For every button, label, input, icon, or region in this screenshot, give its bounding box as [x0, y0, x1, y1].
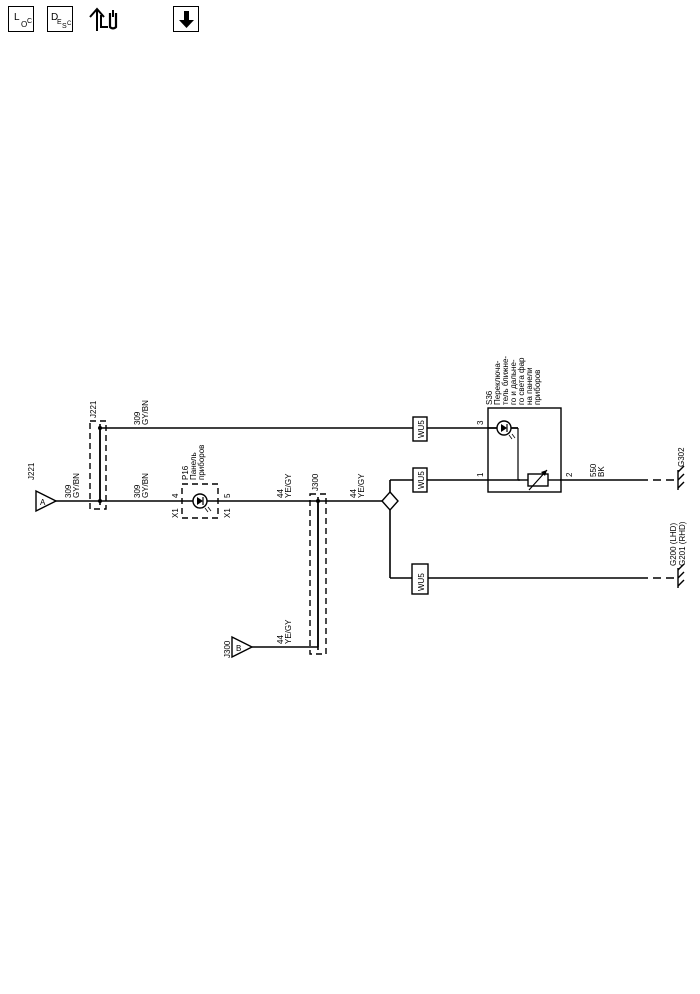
svg-text:B: B [236, 644, 241, 653]
p16-line2: приборов [197, 445, 206, 480]
location-button[interactable]: L O C [8, 6, 34, 32]
connector-a-label: J221 [27, 462, 36, 480]
connector-wrench-icon [89, 7, 118, 31]
p16-pin-right-conn: X1 [223, 508, 232, 518]
location-icon-sub2: C [27, 18, 32, 25]
svg-text:WU5: WU5 [417, 471, 426, 489]
p16-code: P16 [181, 465, 190, 480]
wire-44-b-num: 44 [276, 635, 285, 644]
svg-text:WU5: WU5 [417, 420, 426, 438]
location-icon: L [14, 12, 20, 23]
lamp-icon-p16 [192, 493, 212, 513]
s36-line1: Переключа- [493, 360, 502, 405]
wire-309-a-color: GY/BN [72, 473, 81, 498]
s36-pin3: 3 [476, 420, 485, 425]
connector-wrench-button[interactable] [86, 5, 124, 35]
s36-line5: на панели [525, 367, 534, 405]
wire-309-mid-color: GY/BN [141, 473, 150, 498]
ground-g201-label: G201 (RHD) [678, 521, 687, 566]
s36-line3: го и дальне- [509, 359, 518, 405]
wire-550-num: 550 [589, 463, 598, 477]
s36-code: S36 [485, 390, 494, 405]
connector-b-label: J300 [223, 640, 232, 658]
wu5-top: WU5 [412, 416, 428, 442]
s36-line4: го света фар [517, 357, 526, 405]
rheostat-icon [527, 469, 549, 491]
splice-j300-label: J300 [311, 473, 320, 491]
down-arrow-icon [179, 11, 194, 28]
connector-a: A [35, 489, 58, 513]
lamp-icon-s36 [496, 420, 516, 440]
wire-309-top-num: 309 [133, 411, 142, 425]
s36-pin1: 1 [476, 472, 485, 477]
junction-diamond [381, 490, 399, 512]
wire-550-color: BK [597, 466, 606, 477]
description-icon-c: C [67, 21, 72, 27]
ground-icon-g200 [677, 563, 685, 588]
description-button[interactable]: D E S C [47, 6, 73, 32]
s36-line6: приборов [533, 370, 542, 405]
splice-node-j221 [98, 499, 102, 503]
wire-44-right-num: 44 [349, 489, 358, 498]
wu5-bottom: WU5 [411, 563, 429, 595]
description-icon: D [51, 12, 58, 23]
wire-309-a-num: 309 [64, 484, 73, 498]
ground-g302-label: G302 [677, 447, 686, 467]
splice-node-j221-top [98, 426, 102, 430]
splice-j300 [309, 493, 327, 655]
wire-309-top-color: GY/BN [141, 400, 150, 425]
svg-text:A: A [40, 498, 46, 507]
download-button[interactable] [173, 6, 199, 32]
wire-44-mid-num: 44 [276, 489, 285, 498]
wire-44-mid-color: YE/GY [284, 473, 293, 498]
location-icon-sub: O [21, 20, 27, 29]
description-icon-s: S [62, 23, 67, 30]
connector-b: B [231, 635, 254, 659]
p16-pin-left: 4 [171, 493, 180, 498]
p16-line1: Панель [189, 452, 198, 480]
p16-pin-right: 5 [223, 493, 232, 498]
splice-node-j300 [316, 499, 320, 503]
p16-pin-left-conn: X1 [171, 508, 180, 518]
component-s36 [487, 407, 562, 493]
ground-icon-g302 [677, 465, 685, 490]
splice-j221-label: J221 [89, 400, 98, 418]
wire-309-mid-num: 309 [133, 484, 142, 498]
s36-pin2: 2 [565, 472, 574, 477]
description-icon-e: E [57, 19, 62, 26]
ground-g200-label: G200 (LHD) [669, 523, 678, 566]
wire-44-b-color: YE/GY [284, 619, 293, 644]
svg-text:WU5: WU5 [417, 573, 426, 591]
s36-line2: тель ближне- [501, 356, 510, 405]
wire-44-right-color: YE/GY [357, 473, 366, 498]
wu5-mid: WU5 [412, 467, 428, 493]
splice-j221 [89, 420, 107, 510]
